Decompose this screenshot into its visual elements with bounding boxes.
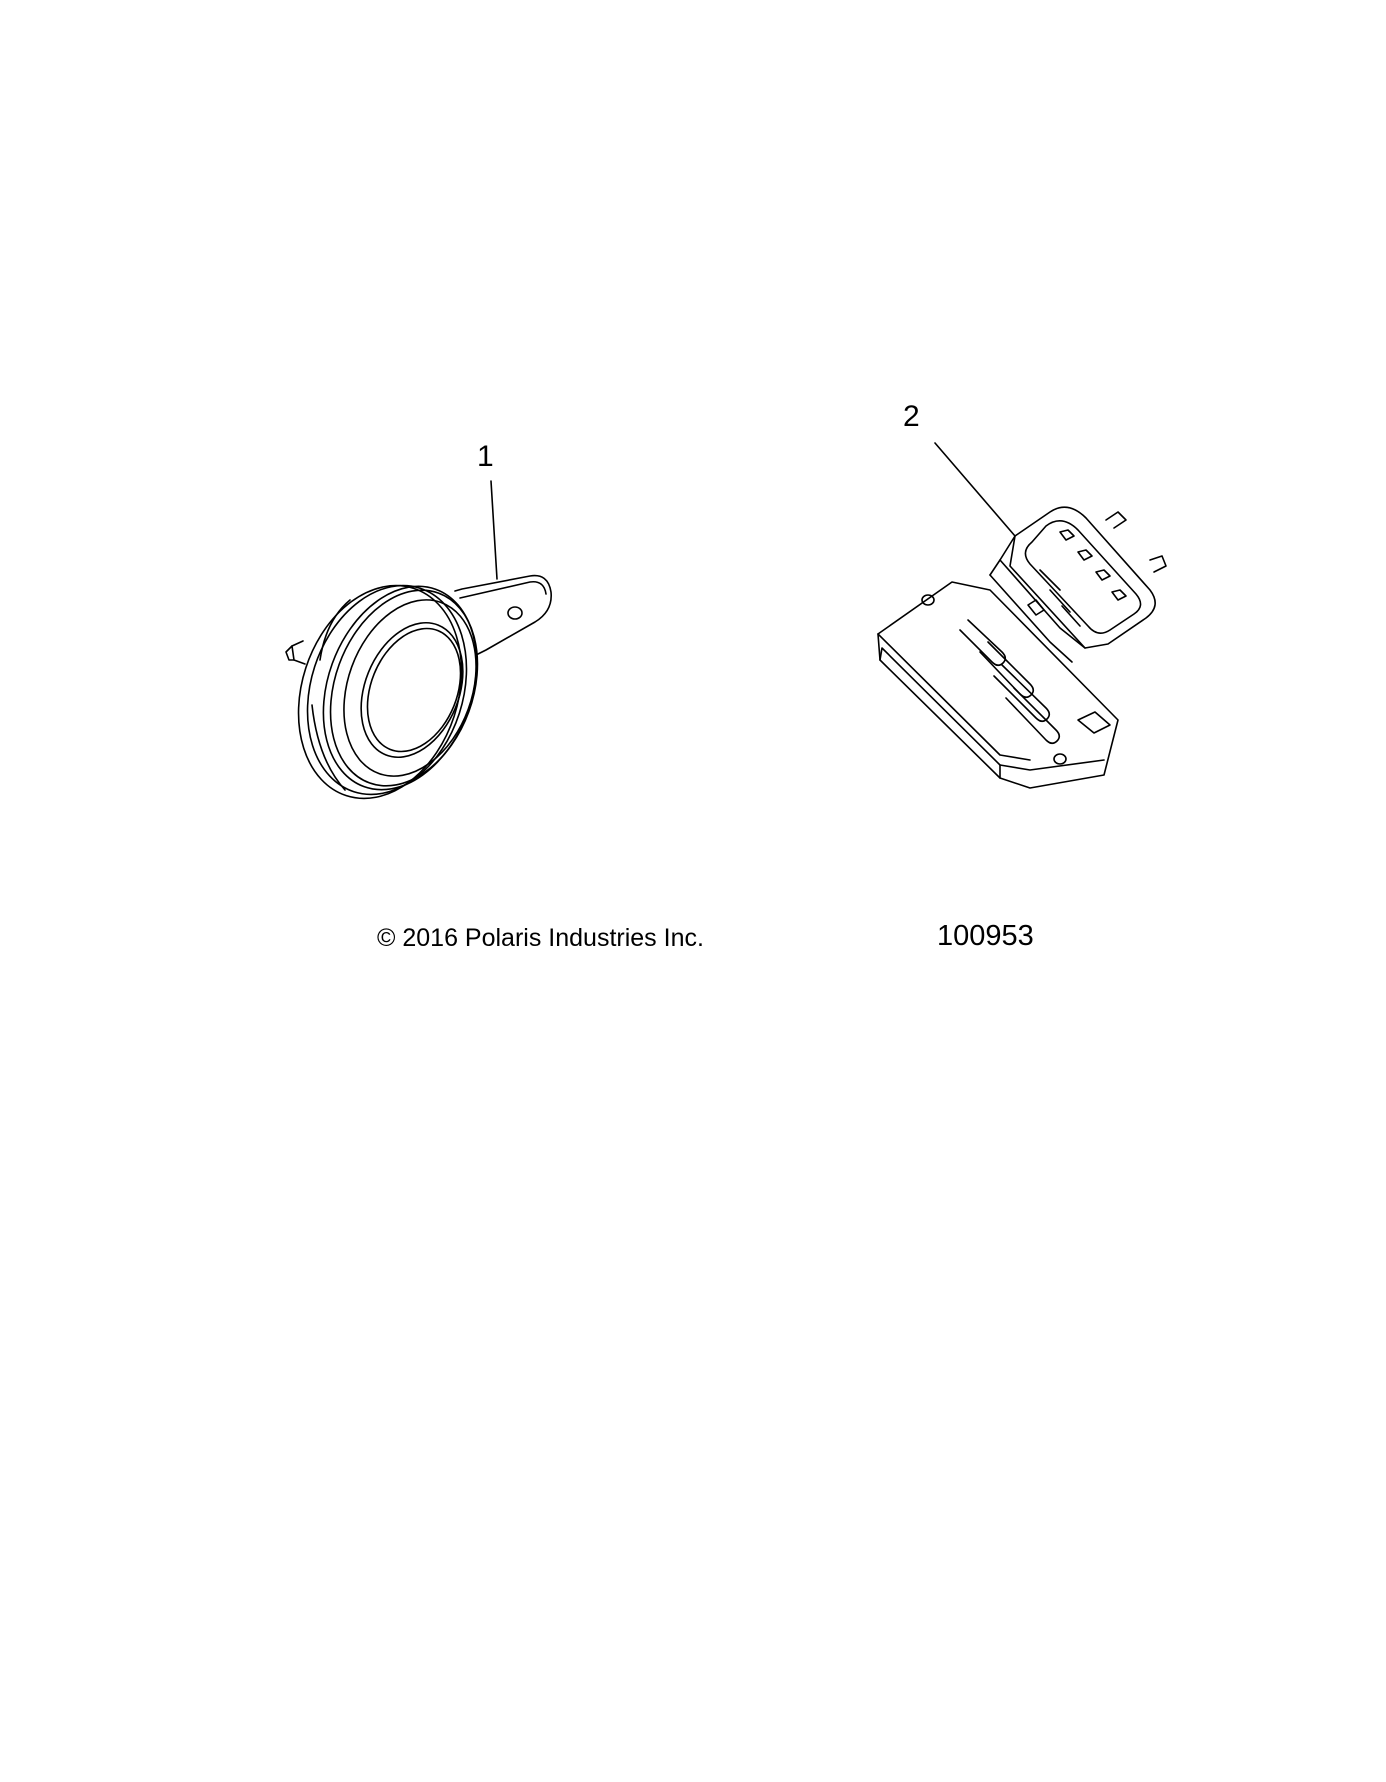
relay-base (877, 581, 1119, 789)
horn-bracket (454, 574, 552, 656)
relay-mount-hole-1 (921, 594, 935, 606)
copyright-notice: © 2016 Polaris Industries Inc. (377, 924, 704, 952)
callout-1-leader (490, 480, 498, 580)
relay-connector (1009, 506, 1156, 649)
callout-number-1: 1 (477, 440, 494, 473)
horn-illustration (285, 480, 552, 800)
drawing-number: 100953 (937, 920, 1034, 952)
horn-bracket-hole (507, 606, 523, 620)
relay-pins (959, 619, 1061, 745)
callout-2-leader (934, 442, 1016, 537)
relay-illustration (877, 442, 1167, 789)
horn-stud (291, 640, 306, 665)
relay-mount-hole-2 (1053, 753, 1067, 765)
horn-diaphragm (360, 621, 464, 759)
relay-connector-slots (1059, 529, 1127, 601)
callout-number-2: 2 (903, 400, 920, 433)
